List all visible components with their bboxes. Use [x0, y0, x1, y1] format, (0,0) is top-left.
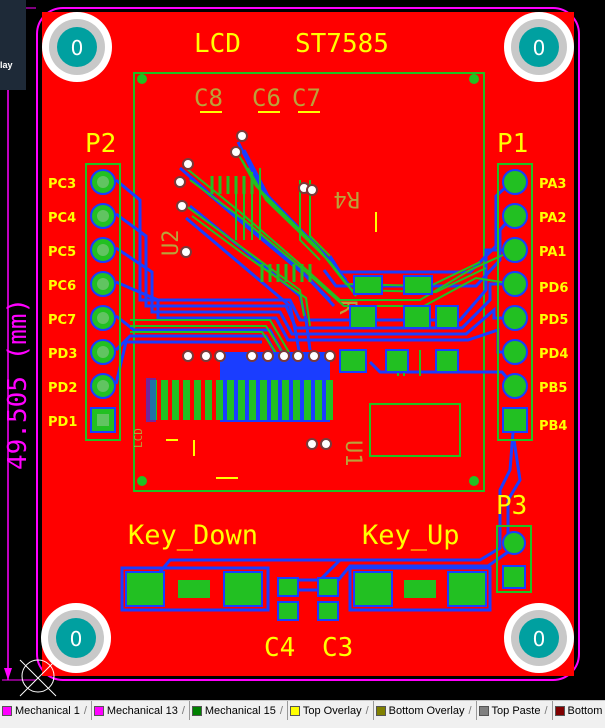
- layer-tab-label: Mechanical 13: [106, 704, 178, 717]
- key-up-label: Key_Up: [362, 520, 460, 551]
- layer-tab-top-overlay[interactable]: Top Overlay/: [288, 701, 374, 720]
- p2-pin-label: PC4: [48, 211, 76, 226]
- layer-tab-top-paste[interactable]: Top Paste/: [477, 701, 553, 720]
- layer-tab-mechanical-1[interactable]: Mechanical 1/: [0, 701, 92, 720]
- mounting-hole-bl: 0: [41, 603, 111, 673]
- layer-tab-label: Top Paste: [491, 704, 541, 717]
- layer-color-swatch: [289, 705, 300, 716]
- layer-tab-mechanical-15[interactable]: Mechanical 15/: [190, 701, 288, 720]
- layer-color-swatch: [554, 705, 565, 716]
- layer-color-swatch: [478, 705, 489, 716]
- svg-text:0: 0: [533, 36, 546, 60]
- ic-u1-pads: [150, 380, 333, 420]
- panel-tab-label: lay: [0, 60, 13, 70]
- layer-color-swatch: [2, 705, 12, 716]
- key-down-label: Key_Down: [128, 520, 258, 551]
- origin-marker: [19, 659, 57, 697]
- svg-text:0: 0: [71, 36, 84, 60]
- p2-pin-label: PC5: [48, 245, 76, 260]
- dimension-label: 49.505 (mm): [3, 298, 33, 470]
- key-up-outline: [348, 566, 492, 612]
- layer-tab-label: Bottom Paste: [567, 704, 605, 717]
- p2-pin-label: PD1: [48, 415, 77, 430]
- p1-pins: [502, 169, 528, 433]
- vias: [174, 130, 336, 450]
- p3-pin-1: [502, 531, 526, 555]
- p2-pin-label: PC7: [48, 313, 76, 328]
- mounting-hole-tr: 0: [504, 12, 574, 82]
- p1-pin-label: PB4: [539, 419, 567, 434]
- layer-color-swatch: [93, 705, 104, 716]
- layer-tab-bar: Mechanical 1/ Mechanical 13/ Mechanical …: [0, 700, 605, 728]
- p1-pin-label: PA3: [539, 177, 566, 192]
- p3-outline: [496, 525, 532, 593]
- board-outline: [36, 7, 580, 681]
- pcb-canvas[interactable]: 49.505 (mm) 0 0 0 0 LCD ST7585 C8 C6: [0, 0, 605, 700]
- p3-pin-2: [502, 565, 526, 589]
- p2-outline: [85, 163, 121, 441]
- p1-pin-label: PD6: [539, 281, 568, 296]
- label-r4: R4: [334, 186, 361, 211]
- panel-tab[interactable]: lay: [0, 0, 26, 90]
- p1-outline: [497, 163, 533, 441]
- p3-label: P3: [496, 491, 527, 521]
- label-u1: U1: [340, 440, 365, 467]
- key-down-outline: [120, 566, 270, 612]
- label-c7: C7: [292, 84, 321, 112]
- board-title-chip: ST7585: [295, 29, 389, 59]
- cap-c3-pads: [317, 577, 339, 621]
- layer-tab-label: Mechanical 1: [15, 704, 80, 717]
- layer-tab-label: Mechanical 15: [204, 704, 276, 717]
- layer-color-swatch: [375, 705, 386, 716]
- p1-pin-label: PA1: [539, 245, 566, 260]
- board-title-lcd: LCD: [194, 29, 241, 59]
- u1-outline: [369, 403, 461, 457]
- c4-label: C4: [264, 633, 295, 663]
- layer-tab-label: Top Overlay: [302, 704, 362, 717]
- p2-pin-label: PC6: [48, 279, 76, 294]
- p2-pin-label: PC3: [48, 177, 76, 192]
- label-c8: C8: [194, 84, 223, 112]
- lcd-outline: [133, 72, 485, 492]
- cap-c4-pads: [277, 577, 299, 621]
- p2-label: P2: [85, 129, 116, 159]
- layer-color-swatch: [191, 705, 202, 716]
- p1-pin-label: PA2: [539, 211, 566, 226]
- p2-pin-label: PD2: [48, 381, 77, 396]
- layer-tab-mechanical-13[interactable]: Mechanical 13/: [92, 701, 190, 720]
- p2-pin-label: PD3: [48, 347, 77, 362]
- p1-label: P1: [497, 129, 528, 159]
- fine-pitch-pads: [210, 176, 312, 282]
- p1-pin-label: PD4: [539, 347, 568, 362]
- label-lcd-small: LCD: [132, 428, 145, 448]
- mounting-hole-tl: 0: [42, 12, 112, 82]
- mounting-hole-br: 0: [504, 603, 574, 673]
- passive-pads: [339, 275, 459, 373]
- label-u2: U2: [159, 230, 184, 257]
- label-c6: C6: [252, 84, 281, 112]
- layer-tab-bottom-paste[interactable]: Bottom Paste: [553, 701, 605, 720]
- c3-label: C3: [322, 633, 353, 663]
- p1-pin-label: PB5: [539, 381, 567, 396]
- layer-tab-label: Bottom Overlay: [388, 704, 465, 717]
- svg-text:0: 0: [533, 627, 546, 651]
- p1-pin-label: PD5: [539, 313, 568, 328]
- layer-tab-bottom-overlay[interactable]: Bottom Overlay/: [374, 701, 477, 720]
- svg-text:0: 0: [70, 627, 83, 651]
